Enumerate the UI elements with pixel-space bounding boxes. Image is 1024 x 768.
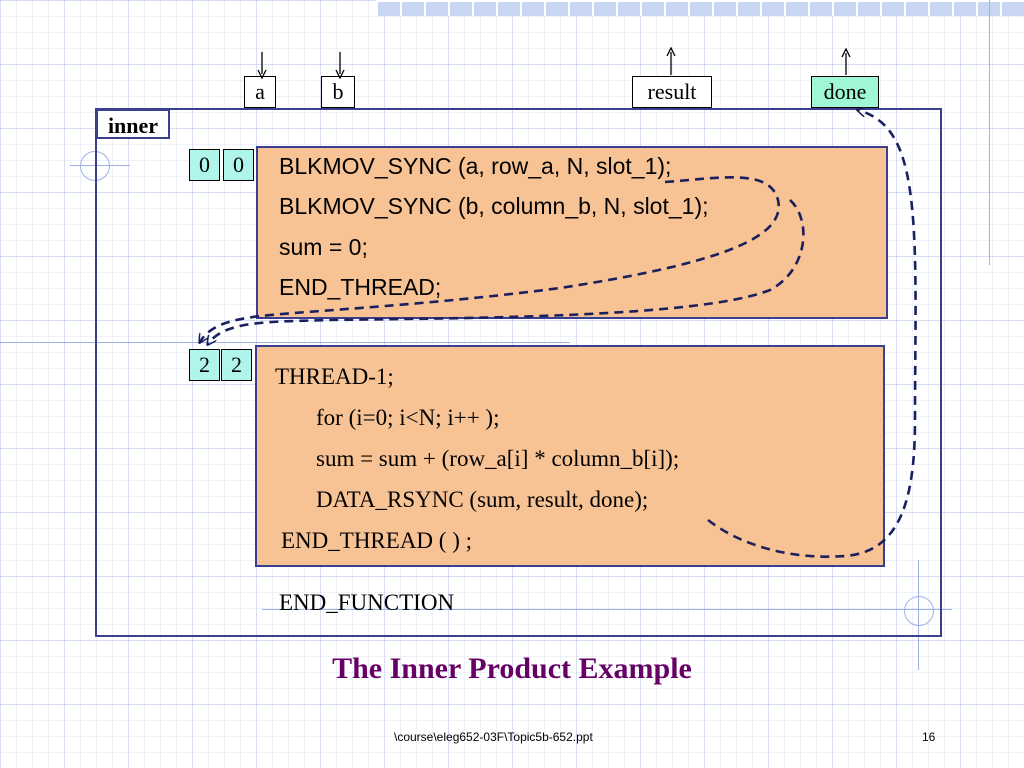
thread1-line: for (i=0; i<N; i++ ); [316, 405, 500, 430]
thread0-line: sum = 0; [279, 234, 368, 260]
thread1-line: sum = sum + (row_a[i] * column_b[i]); [316, 446, 680, 471]
top-decorative-band [376, 0, 1024, 16]
thread1-sync-count: 2 [189, 349, 220, 381]
thread1-code-box: THREAD-1; for (i=0; i<N; i++ ); sum = su… [255, 345, 885, 567]
page-number: 16 [922, 730, 936, 744]
footer-file-path: \course\eleg652-03F\Topic5b-652.ppt [394, 730, 593, 744]
sync-arrow-blkmov-b [208, 199, 805, 344]
end-function: END_FUNCTION [279, 590, 455, 615]
param-a: a [244, 76, 276, 108]
function-label: inner [96, 109, 170, 139]
slide-title: The Inner Product Example [332, 652, 692, 685]
param-result: result [632, 76, 712, 108]
decorative-line [989, 0, 990, 265]
function-frame [95, 108, 942, 637]
thread0-line: END_THREAD; [279, 274, 442, 300]
sync-arrow-rsync-done [707, 110, 917, 558]
thread0-line: BLKMOV_SYNC (a, row_a, N, slot_1); [279, 153, 672, 179]
thread1-line: DATA_RSYNC (sum, result, done); [316, 487, 649, 512]
thread0-reset-count: 0 [223, 149, 254, 181]
decorative-line [262, 609, 952, 610]
param-done: done [811, 76, 879, 108]
decorative-line [0, 342, 570, 343]
thread1-line: END_THREAD ( ) ; [281, 528, 472, 553]
thread0-code-box: BLKMOV_SYNC (a, row_a, N, slot_1); BLKMO… [256, 146, 888, 319]
decorative-circle [904, 596, 934, 626]
thread0-line: BLKMOV_SYNC (b, column_b, N, slot_1); [279, 193, 709, 219]
sync-arrow-blkmov-a [200, 176, 781, 342]
thread0-sync-count: 0 [189, 149, 220, 181]
thread1-reset-count: 2 [221, 349, 252, 381]
thread1-line: THREAD-1; [275, 364, 394, 389]
